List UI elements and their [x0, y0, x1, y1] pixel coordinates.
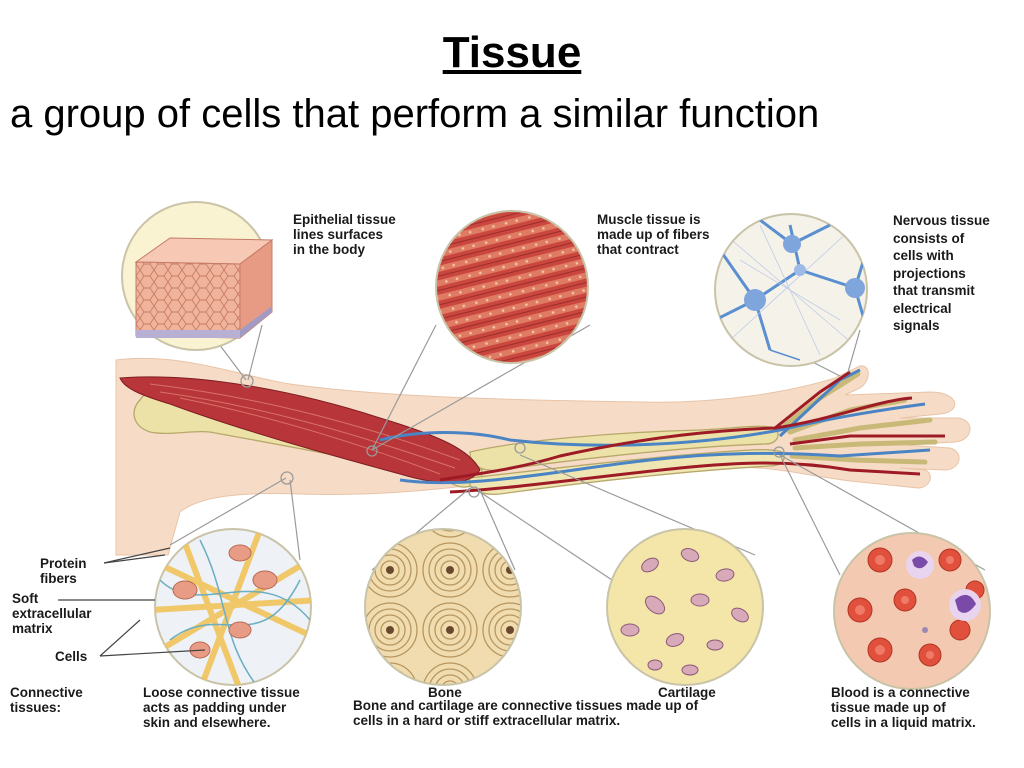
arteries: [439, 370, 945, 494]
bone-cartilage-caption: Bone and cartilage are connective tissue…: [353, 698, 699, 728]
loose-connective-circle: [154, 528, 312, 686]
connective-label-lines: [58, 547, 206, 657]
connective-tissues-label: Connective tissues:: [10, 685, 83, 715]
loose-connective-caption: Loose connective tissue acts as padding …: [143, 685, 300, 730]
muscle-fibers: [149, 383, 461, 475]
muscle-caption: Muscle tissue is made up of fibers that …: [597, 212, 710, 257]
bone-circle: [364, 528, 522, 686]
soft-matrix-label: Soft extracellular matrix: [12, 591, 92, 636]
slide-title: Tissue: [442, 28, 582, 77]
blood-circle: [833, 532, 991, 690]
epithelial-caption: Epithelial tissue lines surfaces in the …: [293, 212, 396, 257]
nervous-tissue-circle: [714, 213, 868, 367]
cells-label: Cells: [55, 649, 88, 664]
bone-label: Bone: [428, 685, 462, 700]
muscle-tissue-circle: [435, 210, 589, 364]
nervous-caption: Nervous tissue consists of cells with pr…: [893, 213, 990, 333]
protein-fibers-label: Protein fibers: [40, 556, 87, 586]
slide-subtitle: a group of cells that perform a similar …: [10, 92, 820, 136]
cartilage-circle: [606, 528, 764, 686]
blood-caption: Blood is a connective tissue made up of …: [831, 685, 976, 730]
epithelial-tissue-circle: [121, 201, 274, 351]
cartilage-label: Cartilage: [658, 685, 716, 700]
